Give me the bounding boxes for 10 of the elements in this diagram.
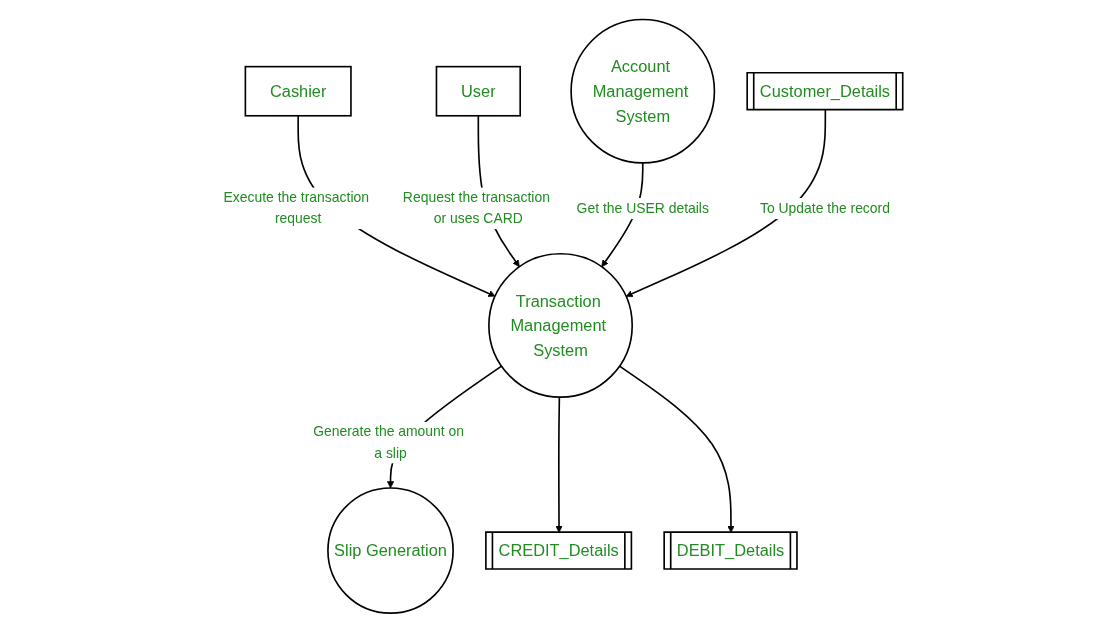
edge-label: To Update the record [759, 199, 890, 216]
edge-label: Request the transaction or uses CARD [402, 189, 550, 226]
node-circle: Account Management System [570, 18, 716, 164]
node-circle: Slip Generation [327, 486, 454, 614]
node-box: Cashier [244, 65, 352, 117]
edge-label: Generate the amount on a slip [313, 423, 465, 461]
node-circle: Transaction Management System [488, 252, 634, 398]
node-box: User [435, 65, 521, 117]
edge-label: Get the USER details [576, 199, 709, 216]
edge-label: Execute the transaction request [223, 189, 369, 226]
